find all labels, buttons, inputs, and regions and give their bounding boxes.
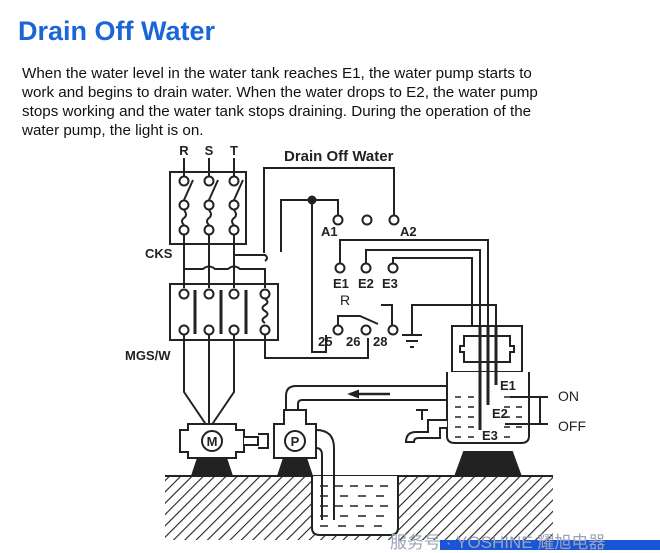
watermark: 服务号 · YOSHINE 耀旭电器 [390, 533, 606, 552]
mgs-label: MGS/W [125, 348, 171, 363]
a2-label: A2 [400, 224, 417, 239]
water-tank [446, 372, 530, 444]
phase-r-label: R [179, 143, 189, 158]
relay-label: R [340, 292, 350, 308]
e1-terminal-label: E1 [333, 276, 349, 291]
terminal-28-label: 28 [373, 334, 387, 349]
level-on-label: ON [558, 388, 579, 404]
bottom-blue-bar [440, 540, 660, 550]
tank-stand [454, 451, 522, 475]
description-text: When the water level in the water tank r… [22, 65, 538, 139]
diagram-title: Drain Off Water [284, 148, 394, 165]
pump-stand [276, 457, 314, 477]
cks-label: CKS [145, 246, 173, 261]
e3-terminal-label: E3 [382, 276, 398, 291]
page-title: Drain Off Water [18, 16, 216, 46]
a1-label: A1 [321, 224, 338, 239]
coupling [244, 433, 269, 449]
terminal-25-label: 25 [318, 334, 332, 349]
tank-e2-label: E2 [492, 406, 508, 421]
e2-terminal-label: E2 [358, 276, 374, 291]
level-off-label: OFF [558, 418, 586, 434]
mgs-contactor-box [169, 283, 279, 341]
phase-t-label: T [230, 143, 238, 158]
motor [179, 423, 245, 459]
pump-label: P [291, 434, 300, 449]
terminal-26-label: 26 [346, 334, 360, 349]
tank-e3-label: E3 [482, 428, 498, 443]
tank-faucet [404, 409, 447, 443]
motor-label: M [207, 434, 218, 449]
ground-symbol [402, 334, 422, 348]
pit-water [320, 485, 388, 527]
motor-stand [190, 457, 234, 477]
cks-contacts [178, 158, 244, 288]
tank-e1-label: E1 [500, 378, 516, 393]
phase-s-label: S [205, 143, 214, 158]
